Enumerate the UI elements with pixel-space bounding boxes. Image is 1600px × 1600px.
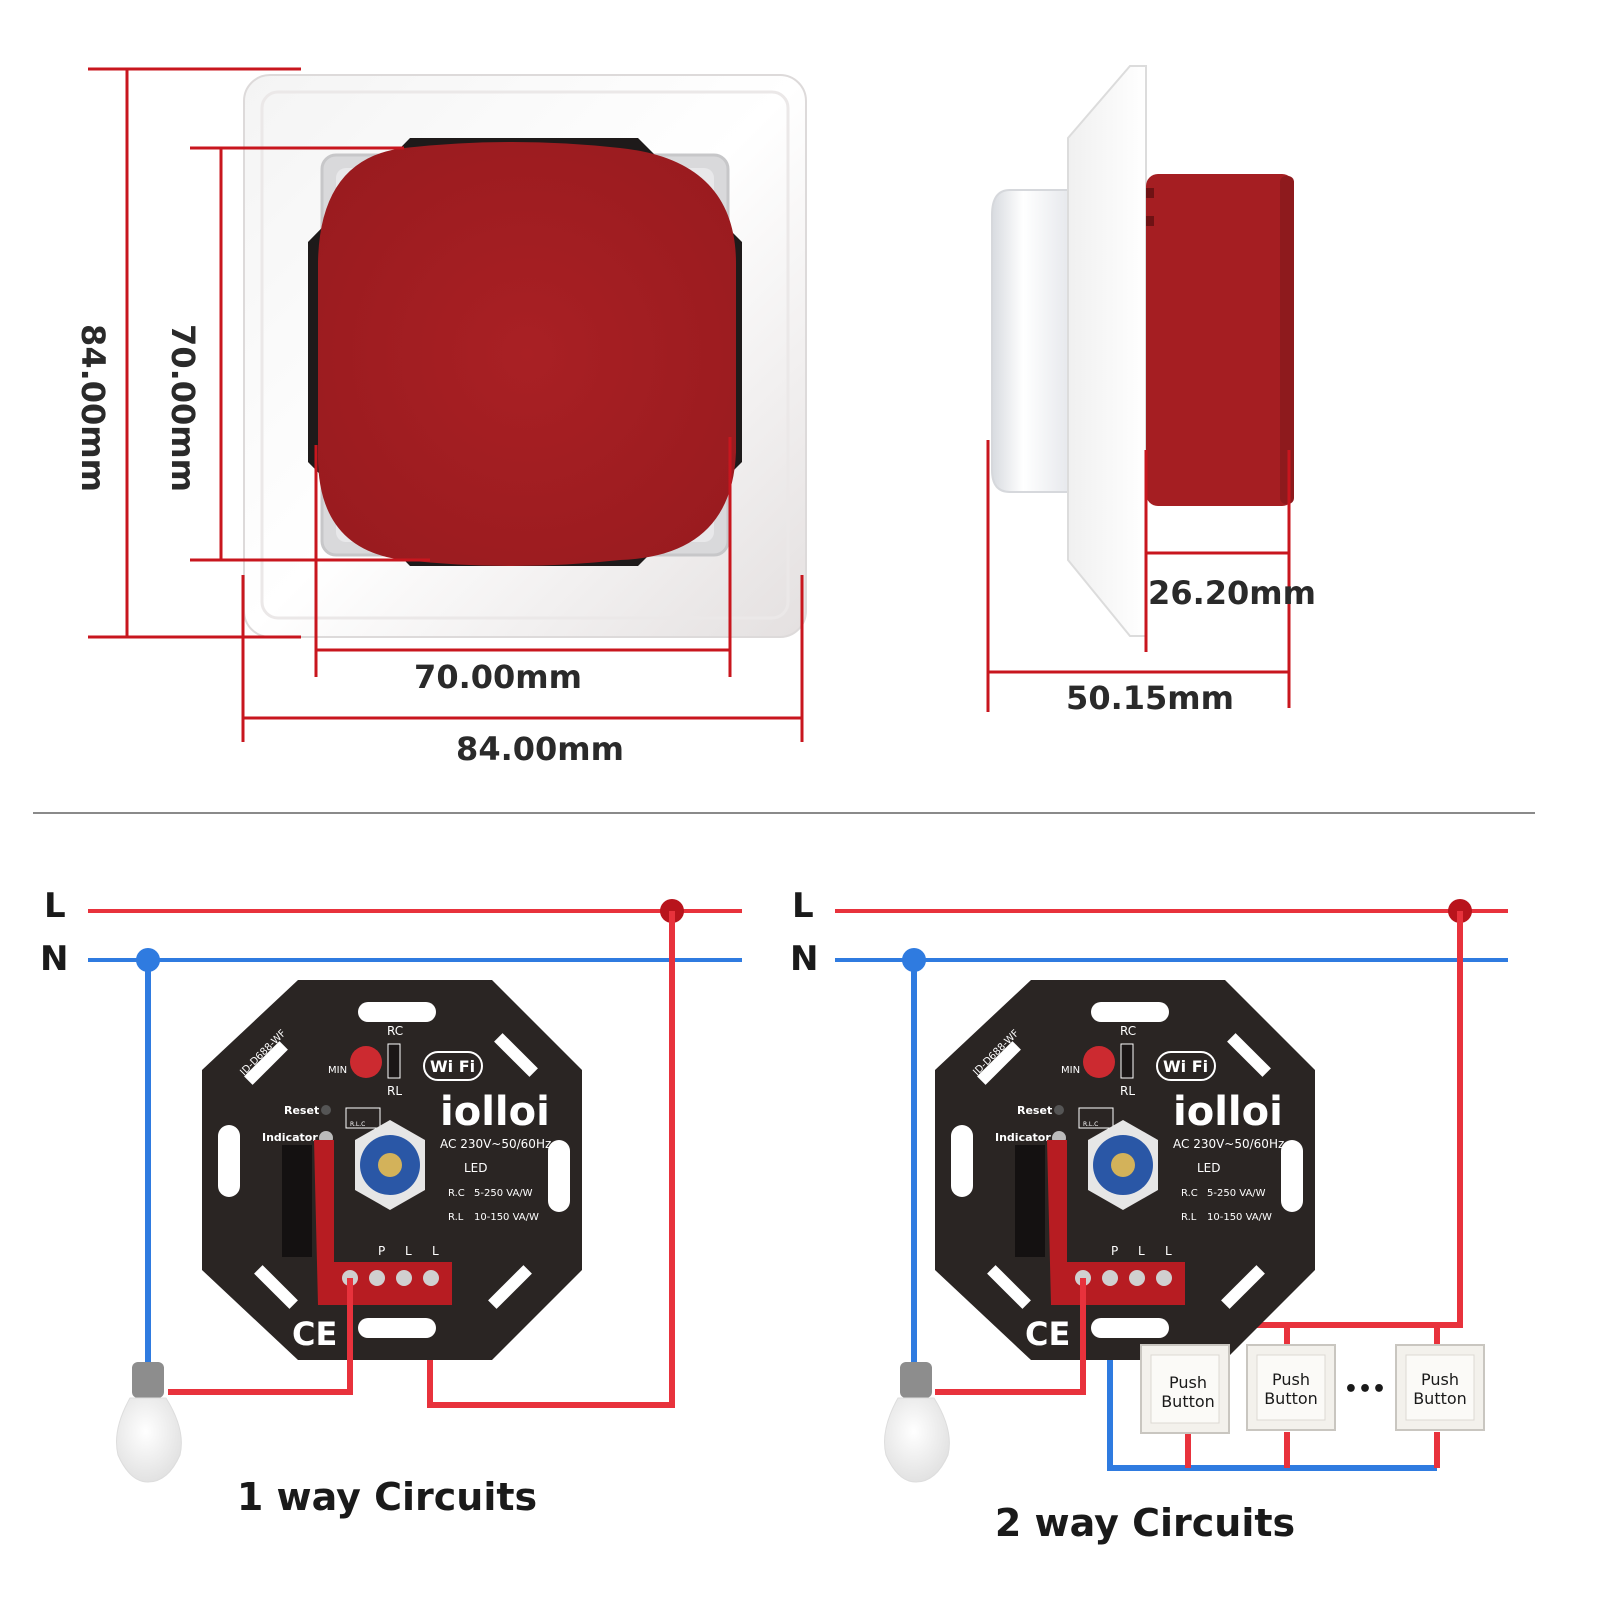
indicator-label-1: Indicator [262,1131,318,1144]
rail-label-live-1: L [44,886,66,926]
rl-spec-value-2: 10-150 VA/W [1207,1212,1272,1223]
load-wire-2 [935,1278,1086,1395]
side-red-body-edge [1280,176,1294,504]
wifi-label-2: Wi Fi [1163,1057,1208,1076]
dim-side-depth-total: 50.15mm [1066,679,1234,717]
min-label-2: MIN [1061,1065,1080,1076]
terminal-p-label-2: P [1111,1244,1118,1258]
side-red-body [1146,174,1294,506]
bulb-2 [884,1362,950,1483]
rlc-label-2: R.L.C [1083,1121,1098,1128]
brand-label-2: iolloi [1173,1089,1283,1135]
terminal-l2-label-1: L [432,1244,439,1258]
dim-front-width-outer: 84.00mm [456,730,624,768]
wifi-label-1: Wi Fi [430,1057,475,1076]
reset-label-2: Reset [1017,1104,1052,1117]
reset-label-1: Reset [284,1104,319,1117]
side-slot-1 [1146,188,1154,198]
front-dimensions [88,67,804,742]
voltage-label-2: AC 230V~50/60Hz [1173,1137,1284,1151]
dimmer-module-2: ID-D688-WF MIN RC RL Wi Fi iolloi Reset … [935,980,1315,1360]
rail-label-neutral-1: N [40,939,68,979]
side-dimensions [986,440,1291,712]
rc-spec-label-2: R.C [1181,1188,1198,1199]
front-view [243,74,807,638]
led-label-1: LED [464,1161,488,1175]
two-way-circuit: L N ID-D688-WF MIN RC [790,886,1508,1545]
push-button-2-line1: Push [1272,1370,1310,1389]
side-slot-2 [1146,216,1154,226]
voltage-label-1: AC 230V~50/60Hz [440,1137,551,1151]
rl-spec-value-1: 10-150 VA/W [474,1212,539,1223]
push-button-2: Push Button [1246,1344,1336,1431]
push-button-1: Push Button [1140,1344,1230,1434]
caption-two-way: 2 way Circuits [995,1501,1295,1545]
rail-label-neutral-2: N [790,939,818,979]
brand-label-1: iolloi [440,1089,550,1135]
ce-mark-2: CE [1025,1315,1070,1353]
indicator-label-2: Indicator [995,1131,1051,1144]
load-wire-1 [168,1278,353,1395]
rc-label-1: RC [387,1024,403,1038]
led-label-2: LED [1197,1161,1221,1175]
rc-spec-value-1: 5-250 VA/W [474,1188,533,1199]
rl-label-1: RL [387,1084,402,1098]
side-knob [991,189,1071,493]
push-button-3: Push Button [1395,1344,1485,1431]
rl-label-2: RL [1120,1084,1135,1098]
caption-one-way: 1 way Circuits [237,1475,537,1519]
rlc-label-1: R.L.C [350,1121,365,1128]
rail-label-live-2: L [792,886,814,926]
push-button-3-line2: Button [1413,1389,1467,1408]
wifi-badge-1 [423,1051,483,1081]
push-button-1-line1: Push [1169,1373,1207,1392]
rl-spec-label-2: R.L [1181,1212,1197,1223]
push-button-ellipsis: ••• [1344,1377,1386,1402]
dim-side-depth-body: 26.20mm [1148,574,1316,612]
rl-spec-label-1: R.L [448,1212,464,1223]
min-label-1: MIN [328,1065,347,1076]
push-button-3-line1: Push [1421,1370,1459,1389]
terminal-p-label-1: P [378,1244,385,1258]
front-bezel-inner [260,90,790,620]
terminal-l2-label-2: L [1165,1244,1172,1258]
one-way-circuit: L N ID-D688-WF MIN RC RL Wi Fi ioll [40,886,742,1519]
terminal-l1-label-1: L [405,1244,412,1258]
red-module-front [317,142,736,566]
rc-label-2: RC [1120,1024,1136,1038]
rc-spec-value-2: 5-250 VA/W [1207,1188,1266,1199]
dim-front-height-inner: 70.00mm [164,324,202,492]
dimmer-module-1: ID-D688-WF MIN RC RL Wi Fi iolloi Reset … [202,980,582,1360]
side-view [991,65,1294,637]
wifi-badge-2 [1156,1051,1216,1081]
terminal-l1-label-2: L [1138,1244,1145,1258]
push-button-1-line2: Button [1161,1392,1215,1411]
dim-front-width-inner: 70.00mm [414,658,582,696]
ce-mark-1: CE [292,1315,337,1353]
rc-spec-label-1: R.C [448,1188,465,1199]
bulb-1 [116,1362,182,1483]
side-plate [1067,65,1147,637]
dim-front-height-outer: 84.00mm [74,324,112,492]
push-button-2-line2: Button [1264,1389,1318,1408]
